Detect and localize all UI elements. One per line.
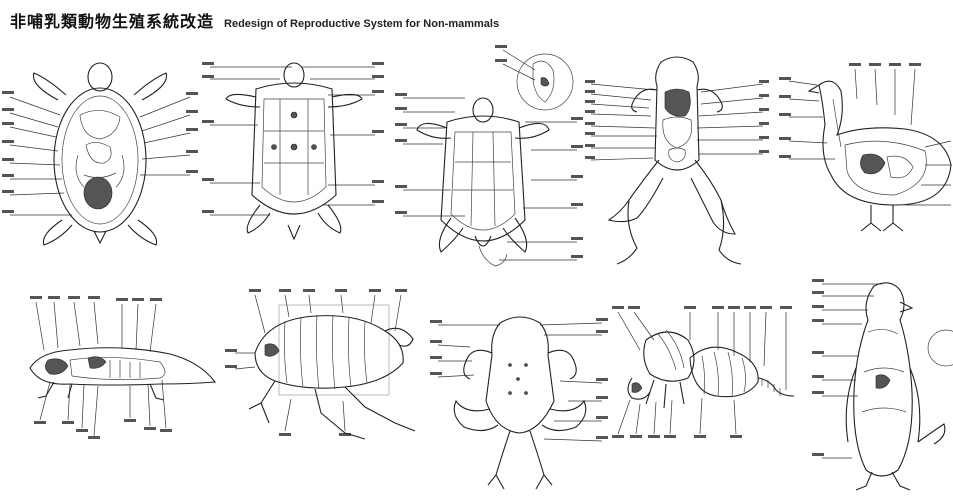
turtle-anatomy-diagram [395,40,585,275]
frog-anatomy-diagram [585,50,770,270]
flea-anatomy-diagram [225,283,425,453]
title-row: 非哺乳類動物生殖系統改造 Redesign of Reproductive Sy… [10,8,499,34]
bee-anatomy-diagram [610,300,810,450]
penguin-anatomy-diagram [812,272,953,494]
bird-anatomy-diagram [775,55,953,240]
toad-ventral-diagram [430,305,610,495]
title-english: Redesign of Reproductive System for Non-… [224,18,499,30]
lizard-anatomy-diagram [10,290,220,440]
turtle-ventral-diagram [0,55,200,255]
turtle-dorsal-diagram [200,55,390,255]
title-chinese: 非哺乳類動物生殖系統改造 [10,8,214,32]
